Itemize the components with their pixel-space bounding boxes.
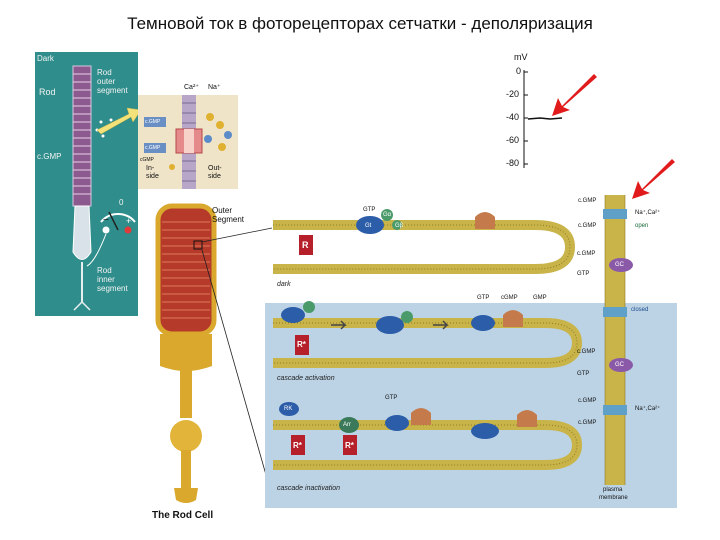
voltage-tick-60: -60 <box>506 135 520 145</box>
outer-segment-label-a: Outer <box>212 206 233 215</box>
outer-segment-label-1: Rod <box>97 68 112 77</box>
channel-drawing <box>144 95 232 189</box>
meter-minus: − <box>103 215 109 226</box>
meter-zero: 0 <box>119 198 124 207</box>
na-ca-label-1: Na⁺,Ca²⁺ <box>635 210 661 216</box>
plasma-membrane-label-1: plasma <box>603 487 623 493</box>
cgmp-b-label: cGMP <box>501 295 518 301</box>
gbeta-label: Gβ <box>395 223 404 229</box>
cgmp-d-label: c.GMP <box>578 398 597 404</box>
outer-segment-label-3: segment <box>97 86 128 95</box>
rod-schematic-panel: Dark Rod Rod outer segment c.GMP 0 − + R… <box>35 52 138 316</box>
galpha-label: Gα <box>383 212 392 218</box>
sodium-label: Na⁺ <box>208 84 221 91</box>
closed-label: closed <box>631 307 649 313</box>
inner-segment-label-1: Rod <box>97 266 112 275</box>
rod-cell-caption: The Rod Cell <box>152 510 214 521</box>
inside-label-2: side <box>146 173 159 180</box>
inner-segment-label-3: segment <box>97 284 128 293</box>
gtp-a-label: GTP <box>577 271 590 277</box>
rod-schematic-drawing <box>72 65 136 311</box>
na-ca-label-2: Na⁺,Ca²⁺ <box>635 406 661 412</box>
voltage-tick-80: -80 <box>506 158 520 168</box>
rod-cell: Outer Segment The Rod Cell <box>150 198 270 528</box>
membrane-diagram: GTP Gt Gα Gβ R dark c.GMP Na⁺,Ca²⁺ c.GMP… <box>265 195 685 510</box>
cgmp-zoom-2: c.GMP <box>145 145 161 151</box>
rstar-label-2: R* <box>293 441 302 450</box>
rhodopsin-label: R <box>302 240 309 250</box>
outside-label-2: side <box>208 173 221 180</box>
cgmp-e-label: c.GMP <box>578 420 597 426</box>
rk-label: RK <box>284 406 293 412</box>
inside-label-1: In- <box>146 165 155 172</box>
dark-label: Dark <box>37 54 54 63</box>
cgmp-a-label: c.GMP <box>577 251 596 257</box>
gt-label: Gt <box>365 223 372 229</box>
cgmp-top-label: c.GMP <box>578 198 597 204</box>
zoom-arrow <box>96 107 142 135</box>
voltage-tick-0: 0 <box>516 66 522 76</box>
gtp-label-1: GTP <box>363 207 376 213</box>
cgmp-c-label: c.GMP <box>577 349 596 355</box>
outer-segment-label-2: outer <box>97 77 116 86</box>
cgmp-label: c.GMP <box>37 152 62 161</box>
gc-label-2: GC <box>615 362 624 368</box>
rstar-label-1: R* <box>297 340 306 349</box>
voltage-tick-20: -20 <box>506 89 520 99</box>
voltage-unit: mV <box>514 52 528 62</box>
arrestin-label: Arr <box>343 422 351 428</box>
resting-potential-trace <box>527 117 563 120</box>
meter-plus: + <box>126 216 132 226</box>
zoom-guide-lines <box>201 227 273 497</box>
slide-title: Темновой ток в фоторецепторах сетчатки -… <box>127 14 593 33</box>
plasma-membrane-label-2: membrane <box>599 495 628 501</box>
gmp-label: GMP <box>533 295 547 301</box>
inner-segment-label-2: inner <box>97 275 115 284</box>
red-arrow-voltage <box>552 74 597 116</box>
cgmp-mid-label: c.GMP <box>578 223 597 229</box>
gtp-d-label: GTP <box>385 395 398 401</box>
red-arrow-membrane <box>632 159 675 199</box>
voltage-scale: mV 0 -20 -40 -60 -80 <box>500 52 580 177</box>
gtp-b-label: GTP <box>477 295 490 301</box>
outside-label-1: Out- <box>208 165 222 172</box>
dark-state-label: dark <box>277 281 291 288</box>
gc-label-1: GC <box>615 262 624 268</box>
rstar-label-3: R* <box>345 441 354 450</box>
gtp-c-label: GTP <box>577 371 590 377</box>
rod-cell-drawing <box>155 203 217 503</box>
voltage-tick-40: -40 <box>506 112 520 122</box>
cgmp-zoom-3: cGMP <box>140 157 154 163</box>
open-label: open <box>635 223 649 229</box>
membrane-drawing <box>265 195 677 508</box>
calcium-label: Ca²⁺ <box>184 84 199 91</box>
cgmp-zoom-1: c.GMP <box>145 119 161 125</box>
cascade-activation-label: cascade activation <box>277 375 335 382</box>
channel-zoom-panel: Ca²⁺ Na⁺ c.GMP c.GMP cGMP In- side Out- … <box>138 84 238 189</box>
voltage-axis <box>523 70 563 168</box>
cascade-inactivation-label: cascade inactivation <box>277 485 341 492</box>
outer-segment-label-b: Segment <box>212 215 245 224</box>
rod-label: Rod <box>39 87 56 97</box>
